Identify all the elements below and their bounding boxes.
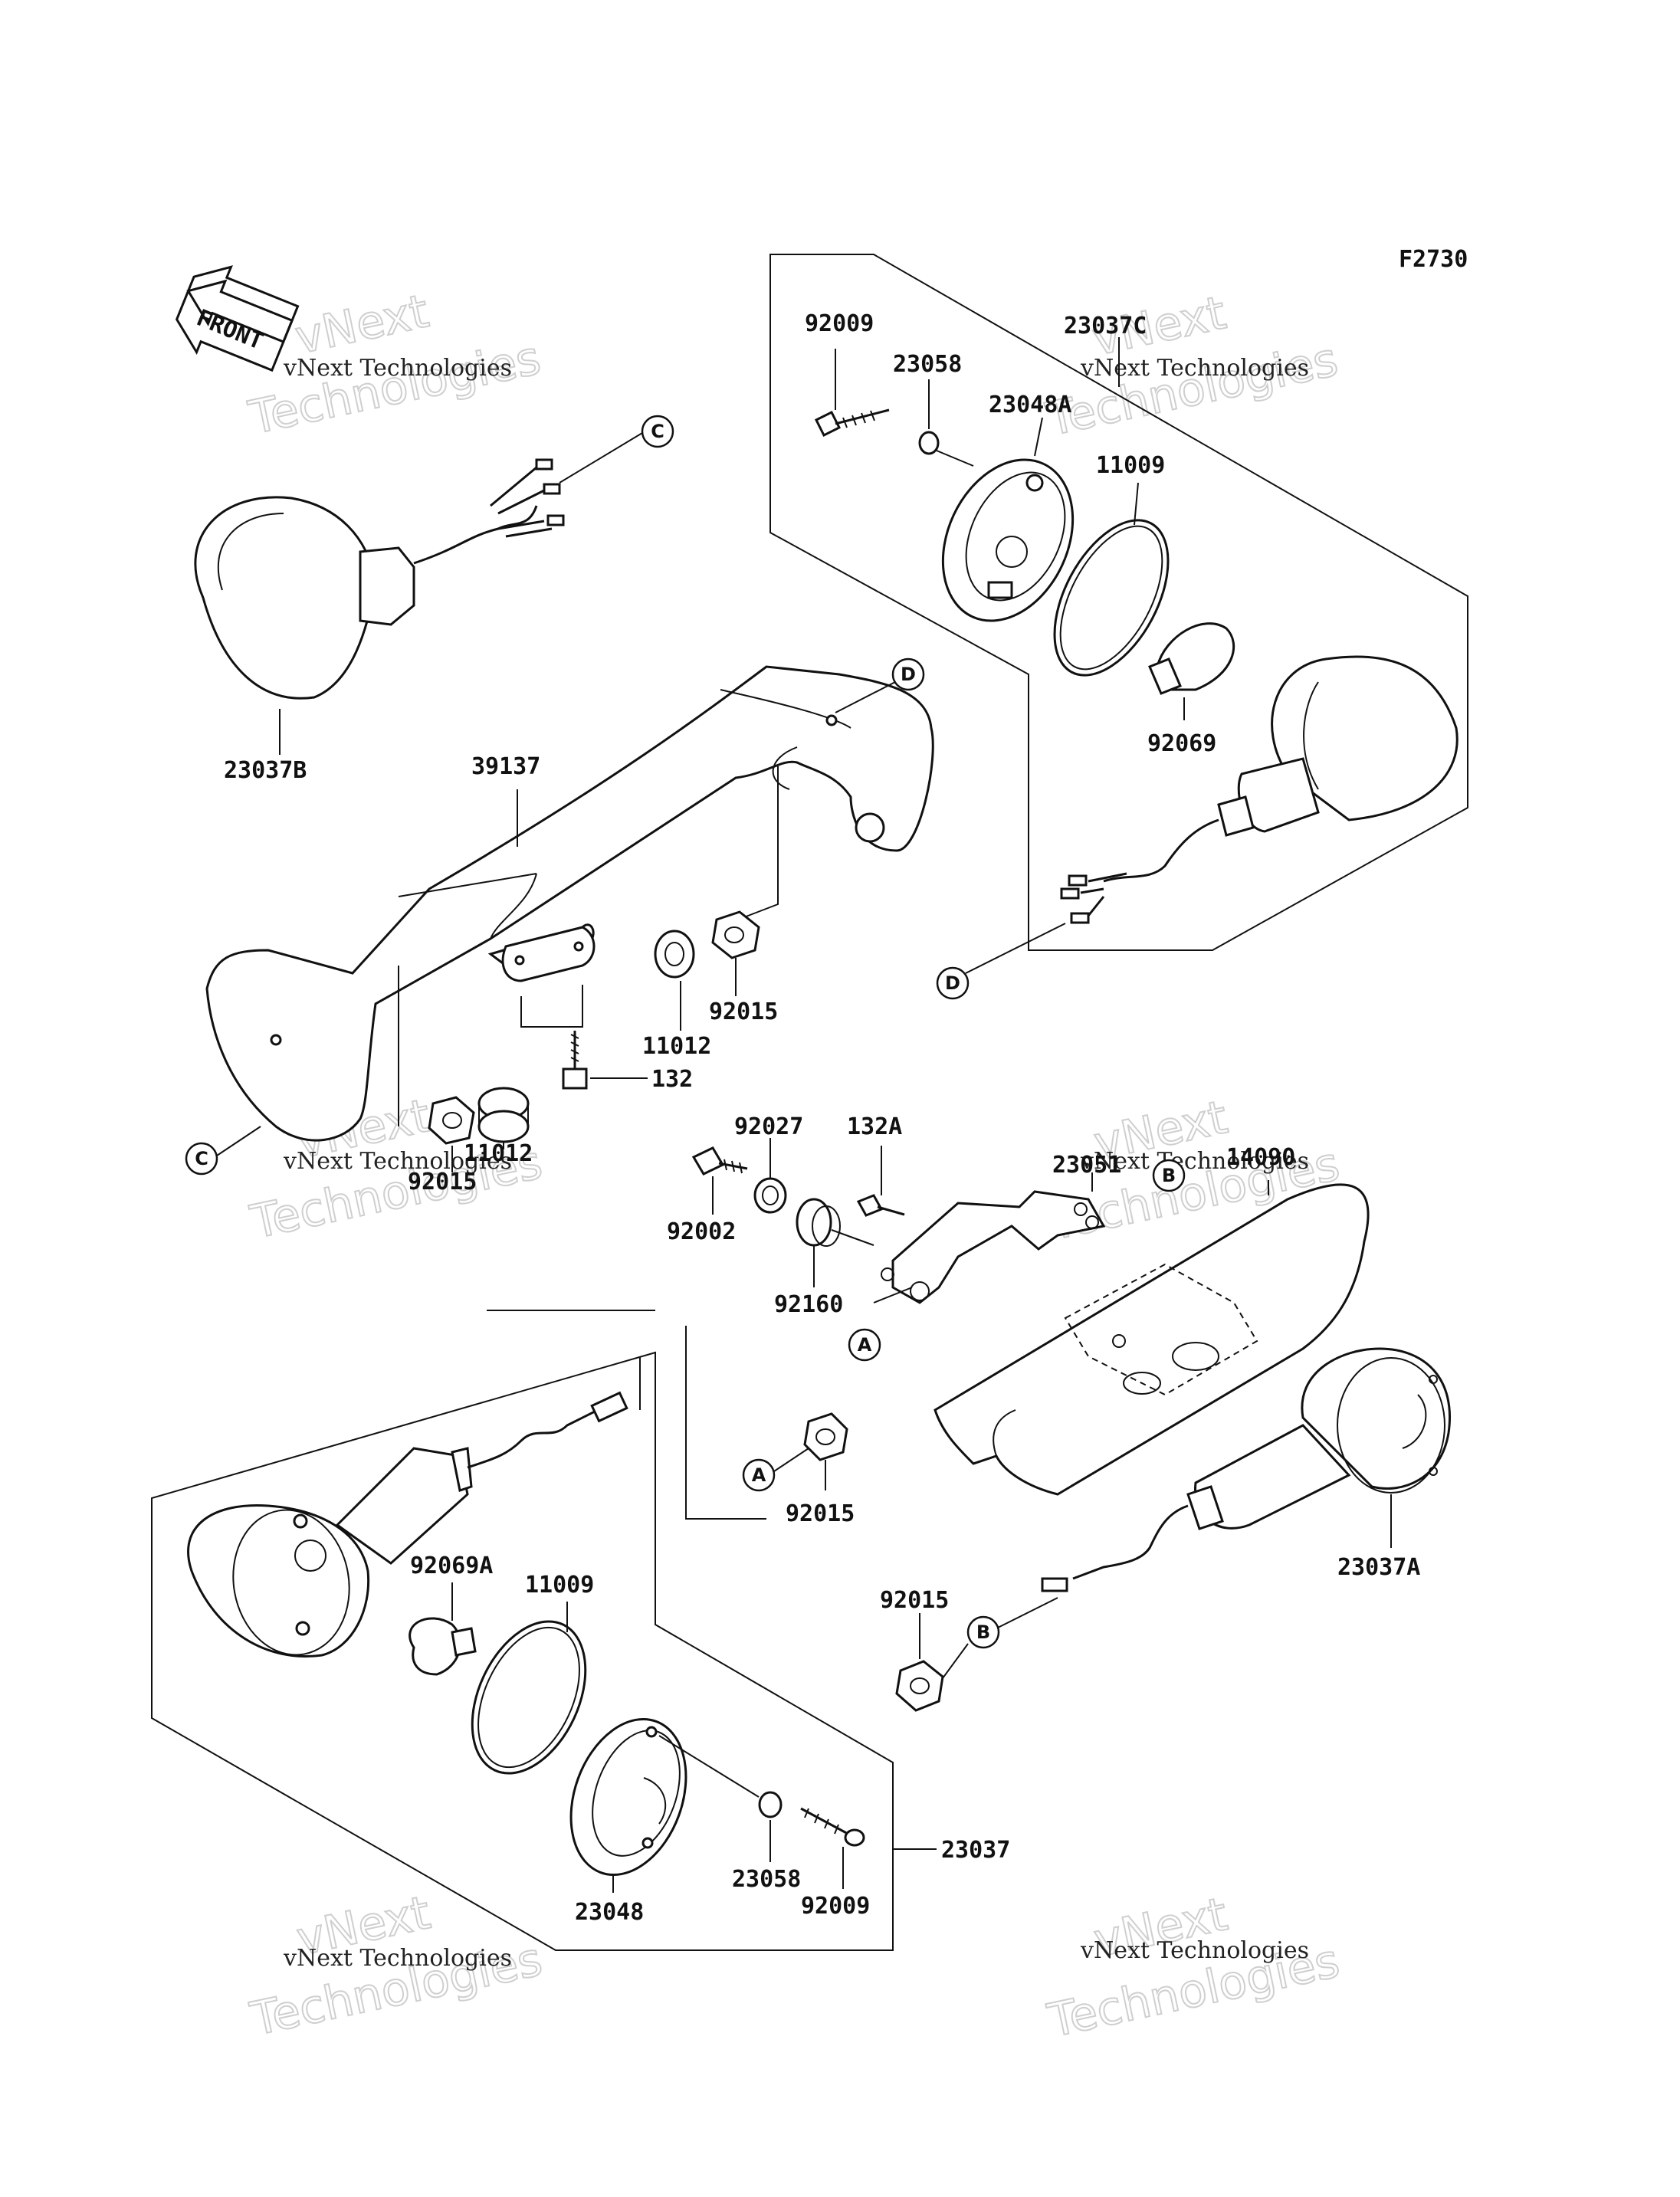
part-92069: 92069 [1147, 730, 1216, 757]
turn-signal-housing-23037c [1060, 655, 1459, 924]
watermark-text: vNext Technologies [1080, 1148, 1309, 1175]
bulb-92069 [1148, 622, 1235, 695]
svg-text:Technologies: Technologies [1042, 333, 1343, 447]
part-92015: 92015 [786, 1500, 855, 1527]
turn-signal-housing-23037 [187, 1391, 628, 1658]
nut-92015-upper [711, 910, 760, 959]
part-39137: 39137 [471, 753, 540, 780]
nut-92015-mid [803, 1412, 848, 1461]
callout-d [891, 657, 925, 691]
group-outline-23037c [769, 254, 1468, 951]
callout-d [936, 966, 970, 1000]
part-23037c: 23037C [1064, 313, 1147, 339]
callout-a [742, 1458, 776, 1492]
part-92009: 92009 [805, 310, 874, 337]
bolt-132a [856, 1194, 905, 1217]
callout-c [185, 1142, 218, 1176]
callout-b [1152, 1159, 1186, 1192]
callout-b [966, 1615, 1000, 1649]
nut-92015-lower-right [895, 1660, 944, 1712]
front-arrow-icon [175, 265, 300, 372]
svg-text:D: D [945, 972, 960, 994]
part-23048a: 23048A [989, 392, 1071, 418]
part-11009: 11009 [525, 1572, 594, 1599]
svg-text:vNext: vNext [290, 284, 433, 365]
svg-text:C: C [195, 1148, 208, 1169]
part-92160: 92160 [774, 1291, 843, 1318]
turn-signal-23037a [1041, 1347, 1451, 1592]
watermark-text: vNext Technologies [283, 355, 512, 382]
svg-text:B: B [976, 1622, 990, 1643]
part-92015: 92015 [709, 998, 778, 1025]
rear-fender-14090 [934, 1183, 1370, 1496]
bulb-92069a [409, 1617, 477, 1676]
svg-text:Technologies: Technologies [244, 331, 546, 445]
front-label: FRONT [193, 304, 267, 355]
group-outline-23037 [151, 1310, 894, 1951]
watermark-text: vNext Technologies [283, 1945, 512, 1972]
gasket-11009-top [1053, 519, 1170, 677]
part-92002: 92002 [667, 1218, 736, 1245]
part-11012: 11012 [642, 1033, 711, 1060]
grommet-23058-top [918, 431, 940, 455]
svg-text:C: C [651, 421, 664, 442]
part-23058: 23058 [732, 1866, 801, 1893]
watermark-text: vNext Technologies [1080, 1937, 1309, 1964]
bolt-92002 [691, 1146, 748, 1176]
callout-a [848, 1328, 881, 1362]
part-23058: 23058 [893, 351, 962, 378]
part-23048: 23048 [575, 1899, 644, 1926]
gasket-11009-bottom [471, 1620, 587, 1775]
lens-cap-23048 [569, 1717, 687, 1877]
svg-text:A: A [752, 1464, 766, 1486]
bracket-39137 [205, 665, 934, 1142]
part-23037a: 23037A [1337, 1554, 1420, 1581]
part-23037: 23037 [941, 1837, 1010, 1864]
grommet-23058-bottom [758, 1791, 783, 1818]
screw-92009-top [814, 408, 890, 438]
part-23051: 23051 [1052, 1152, 1121, 1179]
stay-23051 [881, 1190, 1106, 1304]
svg-text:A: A [858, 1334, 872, 1356]
watermark-text: vNext Technologies [1080, 355, 1309, 382]
part-92027: 92027 [734, 1113, 803, 1140]
callout-c [641, 415, 674, 448]
collar-11012-left [477, 1087, 530, 1143]
grommet-92160 [796, 1198, 841, 1247]
figure-id: F2730 [1399, 246, 1468, 273]
svg-text:B: B [1162, 1165, 1176, 1186]
part-132: 132 [651, 1066, 693, 1093]
part-92009: 92009 [801, 1893, 870, 1920]
turn-signal-23037b [194, 458, 565, 700]
part-23037b: 23037B [224, 757, 307, 784]
collar-11012-upper [654, 930, 695, 979]
watermark-text: vNext Technologies [283, 1148, 512, 1175]
spacer-92027 [753, 1177, 787, 1214]
lens-cap-23048a [941, 458, 1075, 622]
nut-92015-left [428, 1096, 475, 1145]
part-11009: 11009 [1096, 452, 1165, 479]
part-14090: 14090 [1226, 1144, 1295, 1171]
part-92015: 92015 [408, 1169, 477, 1195]
part-11012: 11012 [464, 1140, 533, 1167]
part-92015: 92015 [880, 1587, 949, 1614]
part-132a: 132A [847, 1113, 902, 1140]
part-92069a: 92069A [410, 1553, 493, 1579]
screw-92009-bottom [800, 1807, 865, 1847]
bolt-132 [562, 1031, 588, 1090]
svg-text:D: D [901, 664, 916, 685]
